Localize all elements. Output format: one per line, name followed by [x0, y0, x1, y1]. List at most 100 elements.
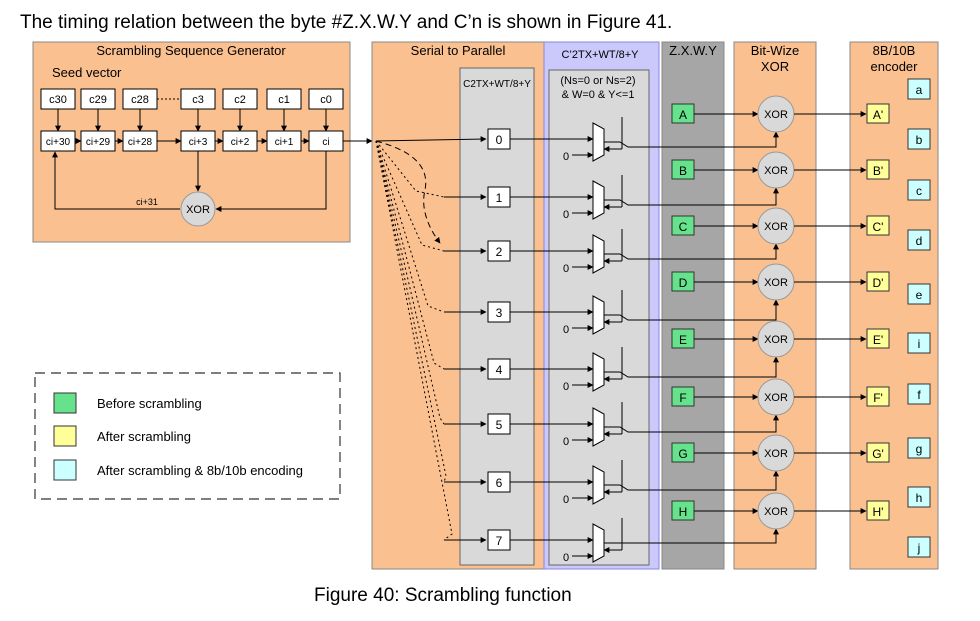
bitwise-xor-label: XOR	[764, 109, 788, 121]
zxwy-panel	[661, 41, 725, 570]
legend-swatch	[53, 392, 77, 414]
parallel-bit-label: 0	[496, 133, 503, 147]
scrambled-bit-box	[866, 442, 890, 463]
zxwy-bit-label: G	[678, 447, 687, 461]
mux-shape	[592, 407, 605, 447]
zxwy-bit-label: E	[679, 333, 687, 347]
scrambled-bit-box	[866, 271, 890, 292]
serial-register-label: C2TX+WT/8+Y	[463, 79, 531, 90]
generator-xor-gate	[180, 191, 216, 227]
code-bit-box	[907, 332, 931, 354]
scrambled-bit-label: C'	[873, 220, 884, 234]
scrambled-bit-label: E'	[873, 333, 883, 347]
seed-vector-label: Seed vector	[52, 65, 122, 80]
mux-to-xor-line	[604, 414, 779, 433]
code-bit-label: j	[917, 541, 921, 555]
mux-shape	[592, 465, 605, 505]
code-bit-label: h	[916, 491, 923, 505]
parallel-bit-label: 3	[496, 306, 503, 320]
encoder-title-2: encoder	[871, 59, 919, 74]
bitwise-xor-label: XOR	[764, 221, 788, 233]
cprime-condition-2: & W=0 & Y<=1	[562, 89, 635, 101]
mux-zero-label: 0	[563, 552, 569, 564]
shift-cell-label: ci+1	[275, 137, 294, 148]
seed-cell-label: c28	[131, 94, 149, 106]
cprime-title: C’2TX+WT/8+Y	[561, 49, 639, 61]
code-bit-label: g	[916, 442, 923, 456]
mux-to-xor-line	[604, 470, 779, 491]
seed-cell-label: c0	[320, 94, 332, 106]
mux-shape	[592, 295, 605, 335]
code-bit-box	[907, 486, 931, 508]
distribution-dotted	[375, 140, 445, 370]
code-bit-box	[907, 283, 931, 305]
mux-shape	[592, 523, 605, 563]
seed-cell-label: c2	[234, 94, 246, 106]
mux-to-xor-line	[604, 131, 779, 148]
mux-to-xor-line	[604, 528, 779, 544]
shift-cell-label: ci+29	[86, 137, 111, 148]
parallel-bit-label: 1	[496, 191, 503, 205]
legend-label: After scrambling	[97, 429, 191, 444]
seed-cell-label: c1	[278, 94, 290, 106]
mux-zero-label: 0	[563, 151, 569, 163]
bitwise-xor-label: XOR	[764, 277, 788, 289]
distribution-arrow-0	[375, 136, 487, 143]
code-bit-label: e	[916, 288, 923, 302]
scrambled-bit-label: F'	[873, 391, 883, 405]
shift-cell-label: ci+30	[46, 137, 71, 148]
scrambled-bit-box	[866, 500, 890, 521]
bitwise-title-1: Bit-Wize	[751, 43, 799, 58]
code-bit-label: c	[916, 184, 922, 198]
bitwise-xor-label: XOR	[764, 506, 788, 518]
seed-cell-label: c29	[89, 94, 107, 106]
bitwise-xor-label: XOR	[764, 448, 788, 460]
scrambled-bit-box	[866, 328, 890, 349]
legend-box	[34, 372, 341, 500]
intro-text: The timing relation between the byte #Z.…	[20, 12, 673, 33]
bitwise-xor-label: XOR	[764, 165, 788, 177]
seed-cell-label: c3	[192, 94, 204, 106]
parallel-bit-label: 4	[496, 363, 503, 377]
scrambled-bit-box	[866, 386, 890, 407]
scrambled-bit-label: G'	[872, 447, 884, 461]
zxwy-bit-label: H	[679, 505, 688, 519]
feedback-label: ci+31	[136, 197, 158, 207]
bitwise-xor-label: XOR	[764, 334, 788, 346]
code-bit-label: i	[918, 337, 921, 351]
feedback-tap	[215, 151, 327, 212]
code-bit-box	[907, 78, 931, 100]
legend-swatch	[53, 425, 77, 447]
code-bit-box	[907, 383, 931, 405]
encoder-title-1: 8B/10B	[873, 43, 916, 58]
scrambled-bit-label: A'	[873, 108, 883, 122]
distribution-dotted	[375, 140, 445, 198]
generator-xor-label: XOR	[186, 204, 210, 216]
timing-dashed-curve	[375, 140, 441, 244]
legend-label: After scrambling & 8b/10b encoding	[97, 463, 303, 478]
code-bit-box	[907, 437, 931, 459]
shift-cell-label: ci+3	[189, 137, 208, 148]
figure-caption: Figure 40: Scrambling function	[314, 585, 572, 606]
scrambled-bit-label: H'	[873, 505, 884, 519]
shift-cell-label: ci+28	[128, 137, 153, 148]
mux-shape	[592, 234, 605, 274]
shift-cell-label: ci+2	[231, 137, 250, 148]
mux-shape	[592, 122, 605, 162]
scrambled-bit-box	[866, 215, 890, 236]
code-bit-box	[907, 536, 931, 558]
zxwy-bit-label: D	[679, 276, 688, 290]
parallel-bit-label: 6	[496, 476, 503, 490]
bitwise-title-2: XOR	[761, 59, 789, 74]
mux-zero-label: 0	[563, 381, 569, 393]
feedback-return	[52, 151, 180, 210]
serial-title: Serial to Parallel	[411, 43, 506, 58]
legend-label: Before scrambling	[97, 396, 202, 411]
cprime-condition-1: (Ns=0 or Ns=2)	[560, 75, 635, 87]
mux-shape	[592, 180, 605, 220]
code-bit-box	[907, 229, 931, 251]
scrambled-bit-box	[866, 103, 890, 124]
code-bit-box	[907, 128, 931, 150]
scrambled-bit-label: B'	[873, 164, 883, 178]
